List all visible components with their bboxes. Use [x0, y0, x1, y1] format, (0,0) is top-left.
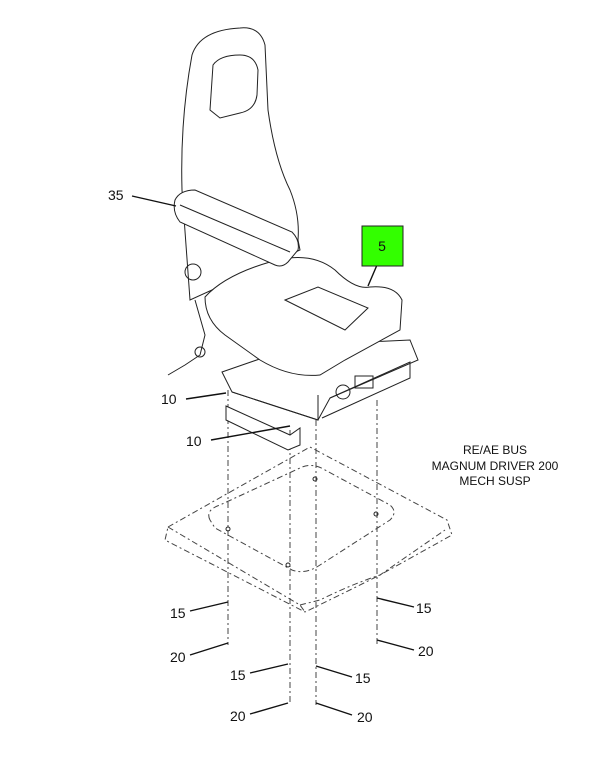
seat-illustration — [167, 27, 419, 451]
lever-icon — [354, 375, 374, 389]
callout-bolt-right[interactable]: 15 — [416, 600, 432, 616]
recline-knob-icon — [184, 263, 202, 281]
highlighted-callout-box[interactable] — [361, 225, 404, 267]
note-suspension: MECH SUSP — [459, 474, 530, 488]
note-model: MAGNUM DRIVER 200 — [432, 459, 559, 473]
callout-bolt-center-left[interactable]: 15 — [230, 667, 246, 683]
callout-nut-left[interactable]: 20 — [170, 649, 186, 665]
callout-bolt-left[interactable]: 15 — [170, 605, 186, 621]
bolt-axis-lines — [227, 390, 378, 705]
callout-nut-center-left[interactable]: 20 — [230, 708, 246, 724]
callout-armrest[interactable]: 35 — [108, 187, 124, 203]
callout-nut-right[interactable]: 20 — [418, 643, 434, 659]
callout-bracket-upper[interactable]: 10 — [161, 391, 177, 407]
knob-icon — [335, 384, 351, 400]
callout-nut-center-right[interactable]: 20 — [357, 709, 373, 725]
belt-buckle-icon — [194, 346, 206, 358]
callout-bolt-center-right[interactable]: 15 — [355, 670, 371, 686]
callout-seat-assembly[interactable]: 5 — [378, 238, 386, 254]
note-application: RE/AE BUS — [463, 443, 527, 457]
callout-bracket-lower[interactable]: 10 — [186, 433, 202, 449]
floor-plate — [164, 446, 453, 613]
